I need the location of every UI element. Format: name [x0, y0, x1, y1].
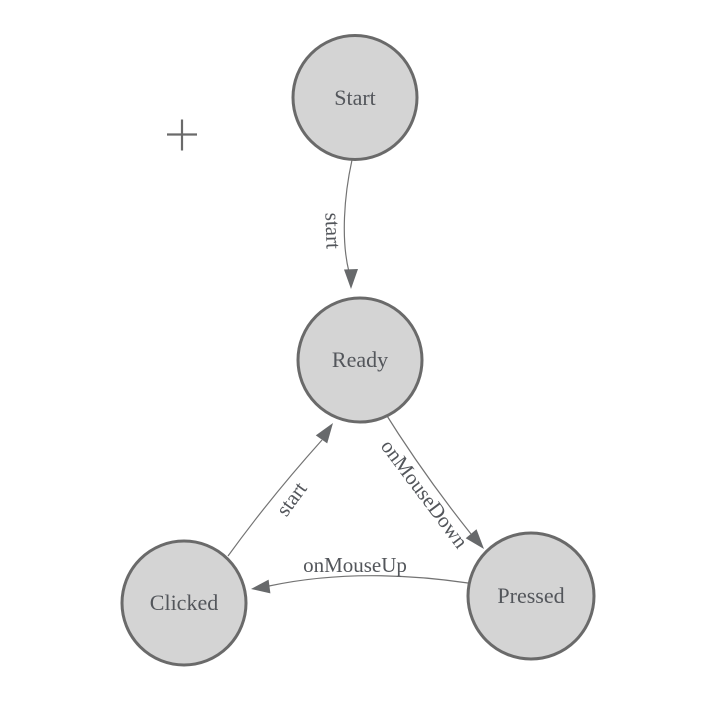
transition-ready-to-pressed[interactable]: onMouseDown	[376, 407, 484, 553]
state-node-start[interactable]: Start	[291, 34, 419, 161]
arrowhead-icon	[465, 529, 484, 549]
node-circle[interactable]	[296, 296, 424, 424]
transition-start-to-ready[interactable]: start	[320, 159, 358, 289]
arrowhead-icon	[344, 269, 358, 289]
arrowhead-icon	[251, 579, 271, 594]
crosshair-plus-icon	[167, 119, 197, 151]
edge-label: start	[271, 477, 312, 520]
node-label: Clicked	[150, 590, 218, 615]
state-node-pressed[interactable]: Pressed	[466, 531, 596, 661]
node-label: Start	[334, 85, 376, 110]
node-circle[interactable]	[291, 34, 419, 161]
edge-label: onMouseUp	[303, 553, 407, 577]
edge-path[interactable]	[268, 575, 469, 587]
state-node-ready[interactable]: Ready	[296, 296, 424, 424]
node-circle[interactable]	[120, 539, 248, 667]
edge-path[interactable]	[381, 407, 472, 535]
edge-label: start	[320, 212, 345, 249]
state-node-clicked[interactable]: Clicked	[120, 539, 248, 667]
node-circle[interactable]	[466, 531, 596, 661]
edge-path[interactable]	[227, 439, 323, 557]
transition-clicked-to-ready[interactable]: start	[227, 423, 333, 557]
node-label: Ready	[332, 347, 388, 372]
arrowhead-icon	[315, 423, 333, 444]
edge-path[interactable]	[343, 159, 353, 273]
edge-label: onMouseDown	[376, 435, 473, 553]
node-label: Pressed	[497, 583, 564, 608]
transition-pressed-to-clicked[interactable]: onMouseUp	[251, 553, 469, 594]
